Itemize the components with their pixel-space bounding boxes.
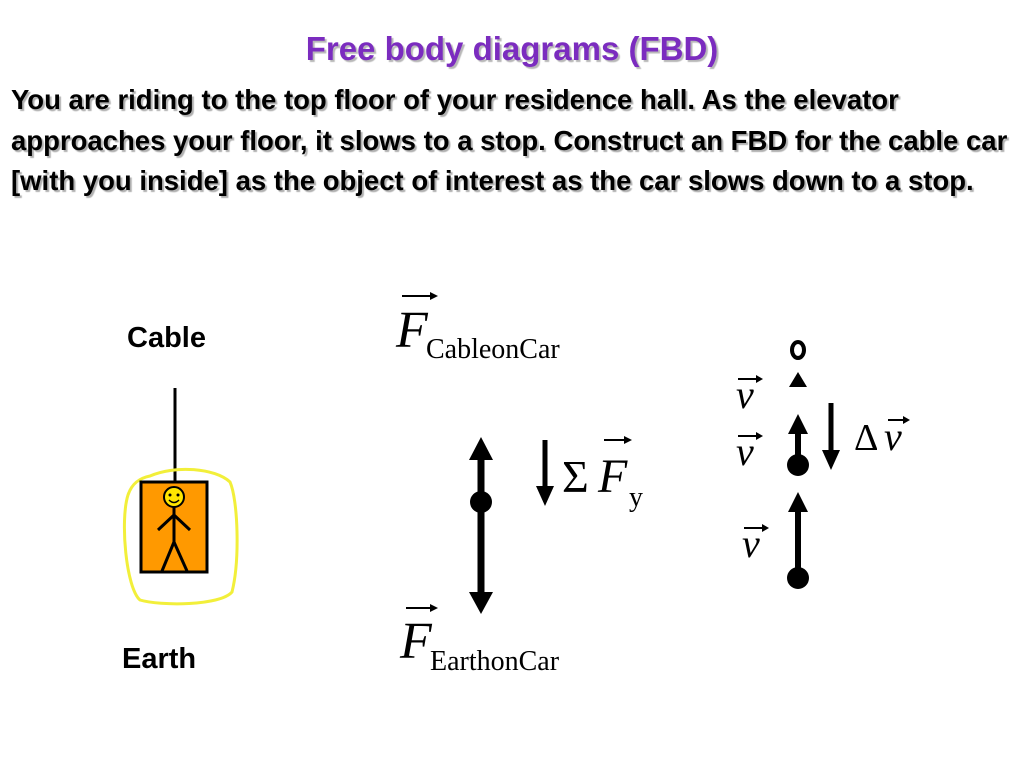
earth-force-label: F EarthonCar [399, 604, 560, 677]
system-boundary-outline [122, 467, 239, 606]
svg-text:Σ: Σ [562, 451, 589, 502]
svg-text:Δ: Δ [854, 417, 878, 459]
svg-text:v: v [884, 414, 902, 459]
small-velocity-arrow [789, 372, 807, 387]
svg-text:F: F [597, 450, 628, 503]
free-body-diagram: F CableonCar F EarthonCar Σ F y [395, 292, 643, 677]
svg-text:v: v [742, 521, 760, 566]
net-force-label: Σ F y [562, 436, 643, 513]
position-dot-initial [787, 567, 809, 589]
position-dot-middle [787, 454, 809, 476]
position-dot-final [790, 340, 806, 360]
svg-text:y: y [629, 482, 643, 513]
delta-v-label: Δ v [854, 414, 910, 459]
svg-text:EarthonCar: EarthonCar [430, 646, 560, 677]
svg-text:F: F [395, 302, 429, 359]
elevator-sketch [122, 388, 239, 606]
svg-text:F: F [399, 613, 433, 670]
velocity-label-middle: v [736, 429, 763, 474]
cable-label: Cable [127, 322, 206, 354]
earth-label: Earth [122, 643, 197, 675]
velocity-label-top: v [736, 372, 763, 417]
smiley-face-icon [163, 486, 185, 508]
car-point [470, 491, 492, 513]
slide-title: Free body diagrams (FBD) [305, 30, 719, 67]
velocity-label-bottom: v [742, 521, 769, 566]
cable-force-label: F CableonCar [395, 292, 560, 365]
problem-statement: You are riding to the top floor of your … [11, 84, 1008, 196]
svg-text:v: v [736, 429, 754, 474]
svg-text:CableonCar: CableonCar [426, 334, 560, 365]
svg-text:v: v [736, 372, 754, 417]
motion-diagram: v v v Δ v [736, 340, 910, 589]
stick-figure [156, 486, 192, 572]
